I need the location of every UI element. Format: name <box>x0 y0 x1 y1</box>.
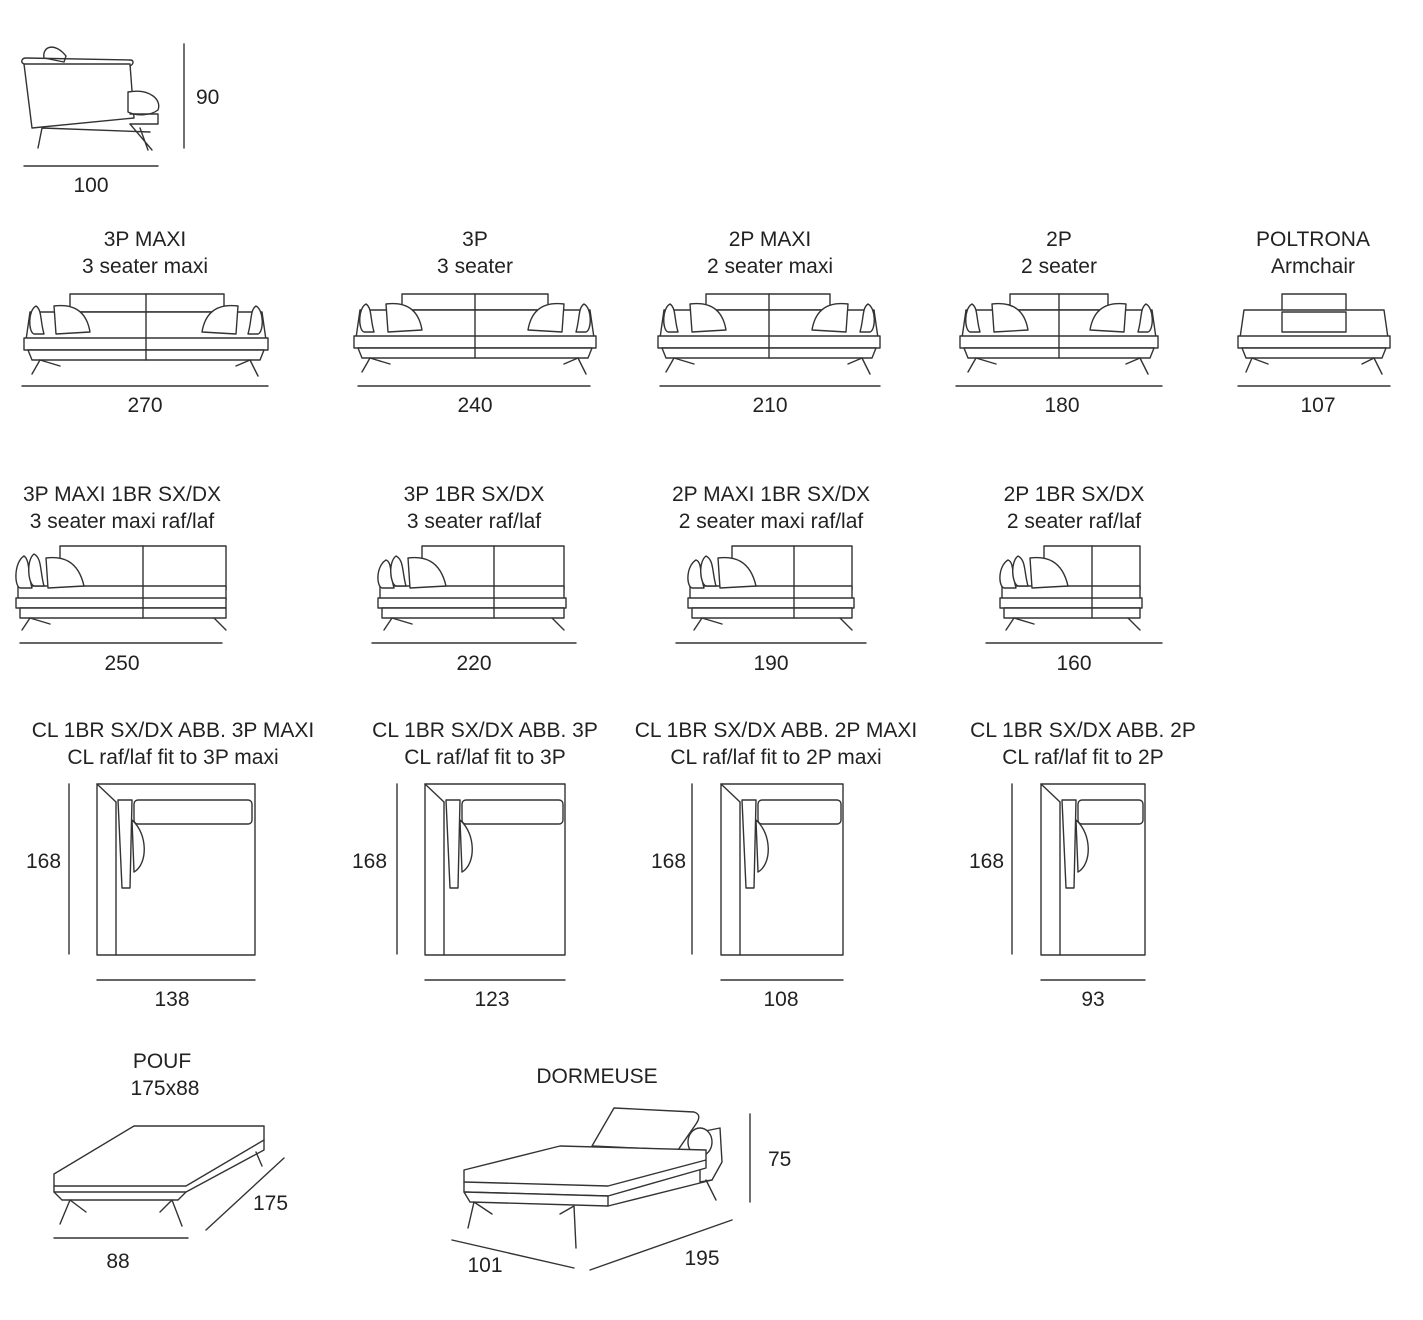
chaise-2p-maxi-code: CL 1BR SX/DX ABB. 2P MAXI <box>634 719 918 742</box>
chaise-2p-code: CL 1BR SX/DX ABB. 2P <box>970 719 1196 742</box>
sofa-3p-maxi-width: 270 <box>127 394 163 417</box>
arm-3p-name: 3 seater raf/laf <box>406 510 542 533</box>
chaise-2p-maxi-depth: 168 <box>651 850 687 873</box>
arm-2p-maxi-width: 190 <box>753 652 789 675</box>
pouf-code: POUF <box>132 1050 192 1073</box>
sofa-3p-width: 240 <box>457 394 493 417</box>
dormeuse-code: DORMEUSE <box>536 1065 658 1088</box>
sofa-3p-maxi-shape <box>24 294 268 376</box>
arm-2p-name: 2 seater raf/laf <box>1006 510 1142 533</box>
sofa-2p-maxi-code: 2P MAXI <box>728 228 812 251</box>
dormeuse-width: 101 <box>467 1254 503 1277</box>
chaise-2p-width: 93 <box>1081 988 1105 1011</box>
sofa-3p-code: 3P <box>462 228 488 251</box>
arm-2p-maxi-code: 2P MAXI 1BR SX/DX <box>671 483 871 506</box>
chaise-3p-maxi-code: CL 1BR SX/DX ABB. 3P MAXI <box>31 719 315 742</box>
armchair-name: Armchair <box>1270 255 1356 278</box>
chaise-2p-depth: 168 <box>969 850 1005 873</box>
armchair-code: POLTRONA <box>1256 228 1370 251</box>
arm-2p-maxi-name: 2 seater maxi raf/laf <box>678 510 864 533</box>
dormeuse-length: 195 <box>684 1247 720 1270</box>
chaise-3p-maxi-name: CL raf/laf fit to 3P maxi <box>67 746 279 769</box>
arm-2p-code: 2P 1BR SX/DX <box>1003 483 1145 506</box>
chaise-3p-code: CL 1BR SX/DX ABB. 3P <box>372 719 598 742</box>
chaise-3p-depth: 168 <box>352 850 388 873</box>
sofa-3p-name: 3 seater <box>437 255 513 278</box>
arm-3p-maxi-width: 250 <box>104 652 140 675</box>
dormeuse-height: 75 <box>768 1148 792 1171</box>
side-height-dim: 90 <box>196 86 220 109</box>
sofa-2p-name: 2 seater <box>1021 255 1097 278</box>
pouf-size: 175x88 <box>130 1077 200 1100</box>
arm-3p-maxi-name: 3 seater maxi raf/laf <box>29 510 215 533</box>
chaise-2p-name: CL raf/laf fit to 2P <box>1002 746 1164 769</box>
pouf-width: 88 <box>106 1250 130 1273</box>
armchair-width: 107 <box>1300 394 1336 417</box>
arm-2p-width: 160 <box>1056 652 1092 675</box>
sofa-2p-maxi-width: 210 <box>752 394 788 417</box>
chaise-3p-maxi-depth: 168 <box>26 850 62 873</box>
sofa-2p-code: 2P <box>1046 228 1072 251</box>
sofa-3p-maxi-code: 3P MAXI <box>103 228 187 251</box>
sofa-3p-maxi-name: 3 seater maxi <box>81 255 209 278</box>
chaise-3p-maxi-width: 138 <box>154 988 190 1011</box>
chaise-2p-maxi-width: 108 <box>763 988 799 1011</box>
arm-3p-width: 220 <box>456 652 492 675</box>
arm-3p-code: 3P 1BR SX/DX <box>403 483 545 506</box>
side-depth-dim: 100 <box>73 174 109 197</box>
chaise-3p-name: CL raf/laf fit to 3P <box>404 746 566 769</box>
sofa-2p-width: 180 <box>1044 394 1080 417</box>
chaise-3p-width: 123 <box>474 988 510 1011</box>
pouf-length: 175 <box>253 1192 289 1215</box>
arm-3p-maxi-code: 3P MAXI 1BR SX/DX <box>22 483 222 506</box>
sofa-2p-maxi-name: 2 seater maxi <box>706 255 834 278</box>
chaise-2p-maxi-name: CL raf/laf fit to 2P maxi <box>670 746 882 769</box>
